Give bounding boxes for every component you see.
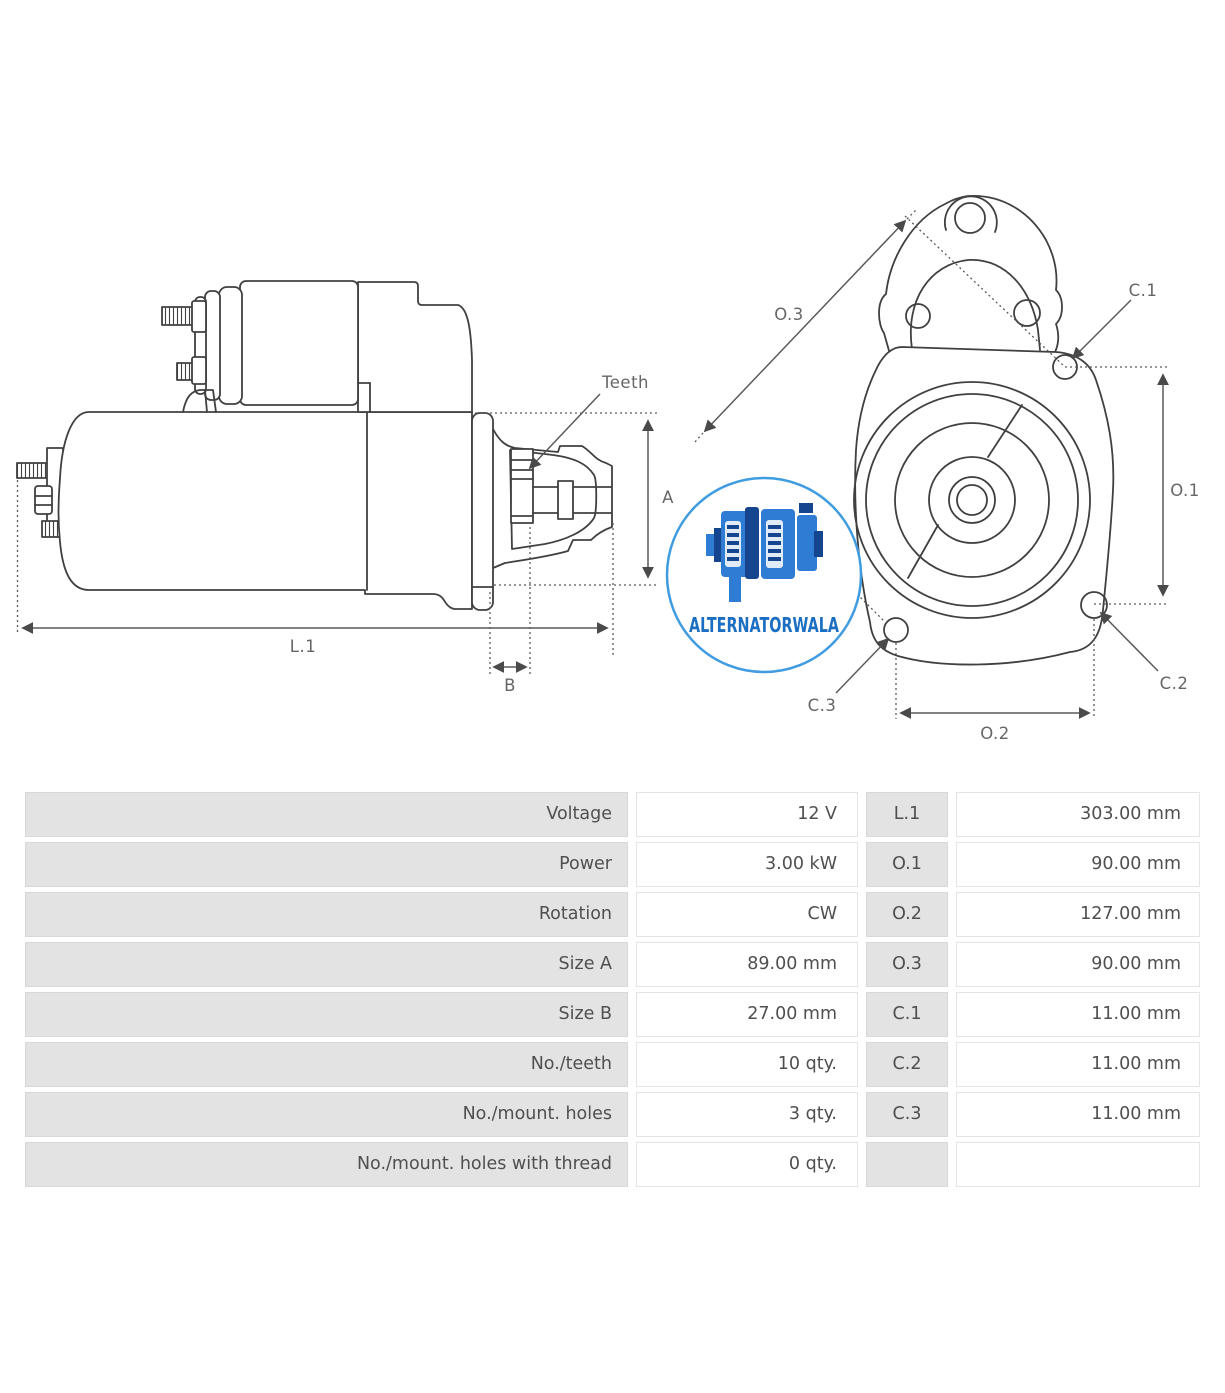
spec-label: No./mount. holes with thread (25, 1142, 628, 1187)
spec-value: 0 qty. (636, 1142, 858, 1187)
label-c2: C.2 (1160, 674, 1189, 693)
spec-value: 12 V (636, 792, 858, 837)
label-o2: O.2 (980, 724, 1010, 743)
logo: ALTERNATORWALA (665, 476, 863, 674)
technical-drawing: L.1 B A Teeth (16, 195, 1200, 743)
side-view-dimensions (16, 393, 657, 676)
solenoid (161, 280, 473, 413)
dim-code: O.3 (866, 942, 948, 987)
dim-code: L.1 (866, 792, 948, 837)
mount-hole-c3 (883, 617, 909, 643)
table-row: No./mount. holes with thread 0 qty. (25, 1142, 1200, 1187)
spec-label: No./teeth (25, 1042, 628, 1087)
starter-motor-diagram: L.1 B A Teeth (16, 195, 1200, 743)
drive-end-window (509, 449, 598, 550)
dim-value: 11.00 mm (956, 992, 1200, 1037)
front-view-dimensions (694, 208, 1169, 719)
spec-table: Voltage 12 V L.1 303.00 mm Power 3.00 kW… (25, 792, 1200, 1192)
motor-body (57, 411, 473, 610)
spec-value: 89.00 mm (636, 942, 858, 987)
terminal-stud-lower (176, 362, 194, 381)
spec-label: No./mount. holes (25, 1092, 628, 1137)
gear-housing-face (853, 381, 1091, 619)
dim-value: 90.00 mm (956, 942, 1200, 987)
pinion-gear (510, 448, 534, 524)
dim-code: O.2 (866, 892, 948, 937)
dim-value: 11.00 mm (956, 1042, 1200, 1087)
dim-code (866, 1142, 948, 1187)
label-teeth: Teeth (601, 373, 649, 392)
output-shaft (532, 480, 613, 520)
dim-value: 11.00 mm (956, 1092, 1200, 1137)
table-row: Rotation CW O.2 127.00 mm (25, 892, 1200, 937)
label-o1: O.1 (1170, 481, 1200, 500)
table-row: Size A 89.00 mm O.3 90.00 mm (25, 942, 1200, 987)
label-b: B (504, 676, 516, 695)
spec-value: CW (636, 892, 858, 937)
table-row: Voltage 12 V L.1 303.00 mm (25, 792, 1200, 837)
label-l1: L.1 (290, 637, 316, 656)
label-a: A (662, 488, 674, 507)
spec-label: Power (25, 842, 628, 887)
top-bracket (878, 195, 1063, 366)
table-row: Size B 27.00 mm C.1 11.00 mm (25, 992, 1200, 1037)
front-view (853, 195, 1115, 666)
spec-label: Size B (25, 992, 628, 1037)
table-row: No./mount. holes 3 qty. C.3 11.00 mm (25, 1092, 1200, 1137)
rear-terminal (16, 447, 64, 538)
spec-label: Size A (25, 942, 628, 987)
dim-value: 303.00 mm (956, 792, 1200, 837)
dim-code: O.1 (866, 842, 948, 887)
dim-value: 127.00 mm (956, 892, 1200, 937)
mount-hole-c2 (1080, 591, 1108, 619)
solenoid-foot (182, 389, 217, 413)
label-o3: O.3 (774, 305, 804, 324)
terminal-stud-upper (161, 306, 194, 326)
label-c3: C.3 (808, 696, 837, 715)
table-row: No./teeth 10 qty. C.2 11.00 mm (25, 1042, 1200, 1087)
spec-value: 27.00 mm (636, 992, 858, 1037)
spec-value: 3 qty. (636, 1092, 858, 1137)
dim-value (956, 1142, 1200, 1187)
label-c1: C.1 (1129, 281, 1158, 300)
solenoid-top-cover (357, 281, 473, 413)
mount-flange-edge (471, 412, 494, 611)
spec-value: 3.00 kW (636, 842, 858, 887)
spec-label: Voltage (25, 792, 628, 837)
spec-value: 10 qty. (636, 1042, 858, 1087)
alternator-icon (706, 503, 823, 602)
drive-end-housing (492, 428, 613, 569)
dim-code: C.2 (866, 1042, 948, 1087)
dim-code: C.3 (866, 1092, 948, 1137)
dim-value: 90.00 mm (956, 842, 1200, 887)
logo-text: ALTERNATORWALA (689, 613, 839, 637)
dim-code: C.1 (866, 992, 948, 1037)
table-row: Power 3.00 kW O.1 90.00 mm (25, 842, 1200, 887)
spec-label: Rotation (25, 892, 628, 937)
side-view (16, 280, 613, 611)
